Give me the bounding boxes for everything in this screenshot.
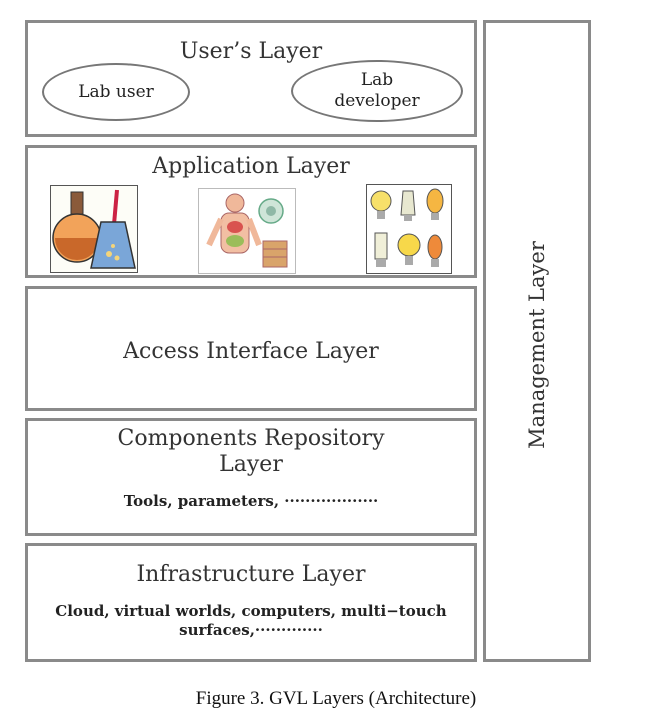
lab-user-ellipse: Lab user	[42, 63, 190, 121]
infrastructure-layer-note-line2: surfaces,·············	[179, 621, 323, 639]
lab-developer-label-line2: developer	[334, 91, 420, 111]
human-anatomy-image	[198, 188, 296, 274]
application-layer-title: Application Layer	[152, 154, 350, 179]
light-bulbs-image	[366, 184, 452, 274]
components-layer-note: Tools, parameters, ··················	[123, 492, 379, 510]
components-layer-title-line1: Components Repository	[117, 426, 385, 451]
infrastructure-layer-title: Infrastructure Layer	[136, 562, 366, 587]
infrastructure-layer-note-line1: Cloud, virtual worlds, computers, multi−…	[55, 602, 447, 620]
components-layer-title-line2: Layer	[219, 452, 283, 477]
management-layer	[483, 20, 591, 662]
infrastructure-layer: Infrastructure Layer Cloud, virtual worl…	[25, 543, 477, 662]
figure-caption: Figure 3. GVL Layers (Architecture)	[195, 688, 477, 709]
users-layer-title: User’s Layer	[179, 39, 323, 64]
lab-developer-ellipse: Lab developer	[291, 60, 463, 122]
components-repository-layer: Components Repository Layer Tools, param…	[25, 418, 477, 536]
lab-developer-label-line1: Lab	[360, 70, 394, 90]
access-interface-layer-title: Access Interface Layer	[123, 339, 379, 364]
access-interface-layer: Access Interface Layer	[25, 286, 477, 411]
application-layer: Application Layer	[25, 145, 477, 278]
management-layer-title: Management Layer	[525, 241, 549, 449]
lab-user-label: Lab user	[78, 81, 154, 102]
users-layer: User’s Layer Lab user Lab developer	[25, 20, 477, 137]
chemistry-flasks-image	[50, 185, 138, 273]
